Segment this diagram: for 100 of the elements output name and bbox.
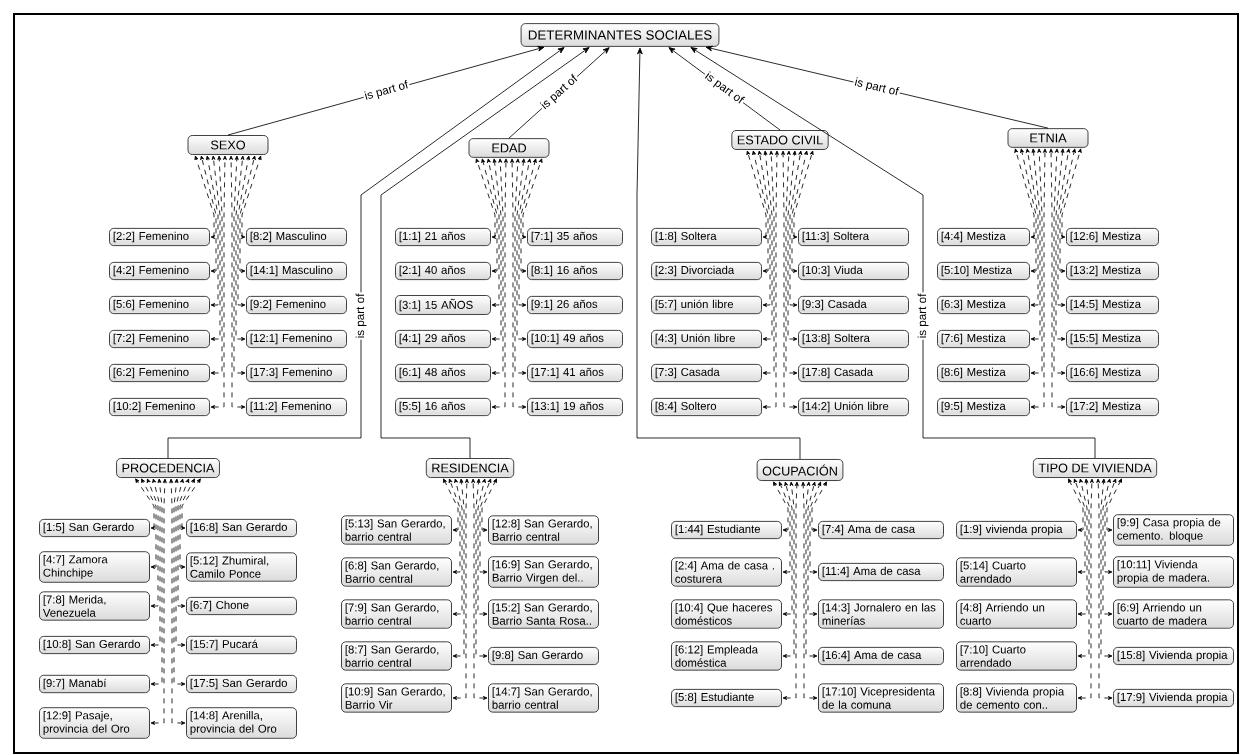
category-box: PROCEDENCIA — [116, 458, 220, 478]
dashed-arrow — [1049, 148, 1066, 409]
quotation-box: [6:7] Chone — [186, 596, 297, 616]
quotation-box: [7:9] San Gerardo, barrio central — [341, 599, 452, 629]
dashed-arrow — [239, 155, 256, 273]
dashed-arrow — [210, 155, 223, 375]
quotation-box: [1:8] Soltera — [651, 227, 762, 247]
quotation-box: [17:5] San Gerardo — [186, 674, 297, 694]
quotation-box: [10:11] Vivienda propia de madera. — [1113, 556, 1234, 588]
quotation-box: [14:7] San Gerardo, barrio central — [488, 683, 599, 713]
dashed-arrow — [809, 481, 822, 574]
dashed-arrow — [811, 481, 827, 532]
dashed-arrow — [1061, 148, 1082, 239]
quotation-box: [4:4] Mestiza — [937, 227, 1030, 247]
dashed-arrow — [491, 158, 508, 409]
dashed-arrow — [1030, 148, 1043, 375]
dashed-arrow — [141, 478, 157, 569]
quotation-box: [14:8] Arenilla, provincia del Oro — [186, 707, 297, 739]
dashed-arrow — [1053, 148, 1066, 375]
quotation-box: [4:2] Femenino — [109, 261, 210, 281]
quotation-box: [11:3] Soltera — [798, 227, 909, 247]
quotation-box: [1:44] Estudiante — [671, 520, 782, 540]
dashed-arrow — [1104, 478, 1117, 574]
quotation-box: [16:8] San Gerardo — [186, 518, 297, 538]
dashed-arrow — [516, 158, 527, 341]
quotation-box: [17:9] Vivienda propia — [1113, 688, 1234, 708]
dashed-arrow — [522, 158, 543, 239]
dashed-arrow — [233, 155, 246, 375]
quotation-box: [9:5] Mestiza — [937, 397, 1030, 417]
dashed-arrow — [491, 158, 502, 341]
dashed-arrow — [229, 155, 246, 409]
dashed-arrow — [1057, 148, 1071, 307]
quotation-box: [8:6] Mestiza — [937, 363, 1030, 383]
quotation-box: [7:10] Cuarto arrendado — [956, 641, 1077, 671]
dashed-arrow — [210, 155, 227, 409]
quotation-box: [9:3] Casada — [798, 295, 909, 315]
dashed-arrow — [1077, 478, 1094, 700]
quotation-box: [7:1] 35 años — [527, 227, 623, 247]
dashed-arrow — [1055, 148, 1066, 341]
dashed-arrow — [135, 478, 155, 530]
edge-label: is part of — [361, 78, 412, 104]
dashed-arrow — [787, 150, 798, 341]
quotation-box: [5:6] Femenino — [109, 295, 210, 315]
dashed-arrow — [782, 481, 799, 700]
quotation-box: [4:3] Unión libre — [651, 329, 762, 349]
dashed-arrow — [173, 478, 186, 686]
quotation-box: [5:12] Zhumiral, Camilo Ponce — [186, 552, 297, 582]
quotation-box: [15:5] Mestiza — [1066, 329, 1159, 349]
dashed-arrow — [1068, 478, 1084, 532]
quotation-box: [6:8] San Gerardo, Barrio central — [341, 557, 452, 587]
quotation-box: [5:8] Estudiante — [671, 688, 782, 708]
quotation-box: [17:2] Mestiza — [1066, 397, 1159, 417]
quotation-box: [15:2] San Gerardo, Barrio Santa Rosa.. — [488, 599, 599, 629]
relation-arrow — [167, 47, 565, 459]
quotation-box: [2:1] 40 años — [395, 261, 491, 281]
quotation-box: [8:2] Masculino — [246, 227, 347, 247]
dashed-arrow — [241, 155, 262, 239]
dashed-arrow — [518, 158, 532, 307]
quotation-box: [7:3] Casada — [651, 363, 762, 383]
quotation-box: [10:8] San Gerardo — [39, 635, 150, 655]
dashed-arrow — [491, 158, 504, 375]
dashed-arrow — [443, 478, 459, 532]
quotation-box: [5:13] San Gerardo, barrio central — [341, 515, 452, 545]
dashed-arrow — [194, 155, 215, 239]
relation-arrow — [705, 45, 1049, 129]
quotation-box: [8:1] 16 años — [527, 261, 623, 281]
dashed-arrow — [237, 155, 251, 307]
quotation-box: [2:3] Divorciada — [651, 261, 762, 281]
dashed-arrow — [1102, 478, 1113, 616]
quotation-box: [17:8] Casada — [798, 363, 909, 383]
quotation-box: [9:8] San Gerardo — [488, 646, 599, 666]
quotation-box: [1:5] San Gerardo — [39, 518, 150, 538]
dashed-arrow — [807, 481, 818, 616]
dashed-arrow — [1020, 148, 1037, 273]
dashed-arrow — [520, 158, 537, 273]
dashed-arrow — [150, 478, 161, 647]
edge-label: is part of — [354, 292, 368, 340]
quotation-box: [8:7] San Gerardo, barrio central — [341, 641, 452, 671]
dashed-arrow — [452, 478, 465, 658]
relation-arrow — [227, 46, 545, 136]
dashed-arrow — [1030, 148, 1041, 341]
dashed-arrow — [1059, 148, 1076, 273]
quotation-box: [5:5] 16 años — [395, 397, 491, 417]
quotation-box: [10:2] Femenino — [109, 397, 210, 417]
dashed-arrow — [746, 150, 767, 239]
dashed-arrow — [486, 158, 500, 307]
quotation-box: [13:8] Soltera — [798, 329, 909, 349]
quotation-box: [1:9] vivienda propia — [956, 520, 1077, 540]
quotation-box: [4:1] 29 años — [395, 329, 491, 349]
dashed-arrow — [762, 150, 773, 341]
quotation-box: [4:7] Zamora Chinchipe — [39, 551, 150, 583]
quotation-box: [12:8] San Gerardo, Barrio central — [488, 515, 599, 545]
edge-label: is part of — [700, 68, 748, 109]
dashed-arrow — [210, 155, 221, 341]
dashed-arrow — [475, 158, 496, 239]
category-box: OCUPACIÓN — [756, 458, 844, 482]
dashed-arrow — [1073, 478, 1086, 574]
dashed-arrow — [175, 478, 186, 647]
dashed-arrow — [205, 155, 219, 307]
edge-label: is part of — [916, 292, 930, 340]
